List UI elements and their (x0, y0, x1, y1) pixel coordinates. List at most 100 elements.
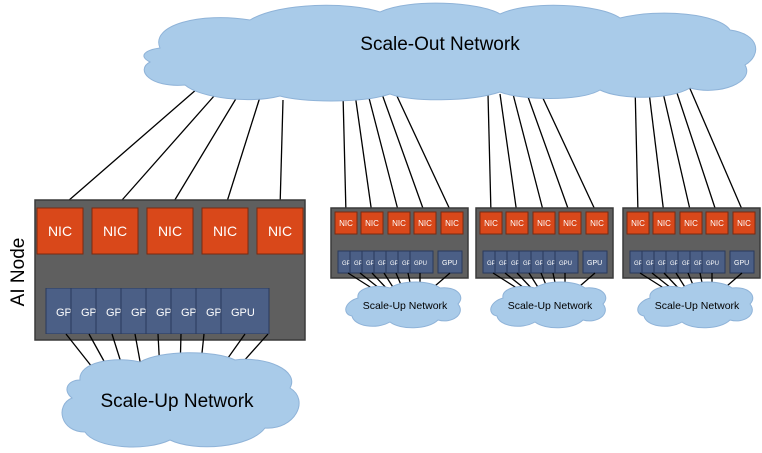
nic-card (626, 211, 650, 235)
uplink-wire (647, 83, 665, 215)
uplink-wire (279, 99, 284, 209)
nic-label: NIC (590, 219, 604, 228)
nic-card (360, 211, 384, 235)
gpu-label: GPU (231, 307, 255, 319)
gpu-label: GPU (487, 261, 500, 267)
gpu-label: GPU (658, 261, 671, 267)
nic-label: NIC (563, 219, 577, 228)
gpu-label: GPU (559, 261, 572, 267)
gpu-stack: GPU GPU GPU GPU GPU GPU GPU GPU (45, 288, 270, 334)
gpu-label: GPU (587, 260, 602, 267)
uplink-wire (540, 93, 598, 215)
gpu-stack: GPU GPU GPU GPU GPU GPU GPU GPU (629, 250, 755, 274)
nic-card (652, 211, 676, 235)
nic-card (256, 207, 304, 255)
uplink-wire (381, 93, 426, 215)
nic-label: NIC (365, 219, 379, 228)
nic-card (505, 211, 529, 235)
gpu-label: GPU (390, 261, 403, 267)
gpu-label: GPU (366, 261, 379, 267)
nic-label: NIC (631, 219, 645, 228)
nic-label: NIC (684, 219, 698, 228)
ai-node-small: NIC NIC NIC NIC NIC GPU GPU GPU GPU GPU … (475, 207, 614, 329)
nic-row: NIC NIC NIC NIC NIC (626, 211, 756, 235)
nic-card (201, 207, 249, 255)
scale-up-network-label: Scale-Up Network (655, 300, 740, 312)
gpu-label: GPU (646, 261, 659, 267)
nic-card (479, 211, 503, 235)
nic-label: NIC (48, 223, 72, 239)
gpu-label: GPU (499, 261, 512, 267)
uplink-wire (169, 91, 241, 209)
gpu-card (409, 250, 434, 274)
gpu-label: GPU (535, 261, 548, 267)
nic-card (387, 211, 411, 235)
nic-label: NIC (710, 219, 724, 228)
gpu-label: GPU (414, 261, 427, 267)
uplink-wire (367, 93, 400, 215)
nic-card (705, 211, 729, 235)
nic-card (732, 211, 756, 235)
uplink-wire (499, 93, 518, 215)
uplink-wire (114, 86, 223, 209)
ai-node-label: AI Node (8, 238, 29, 307)
gpu-label: GPU (634, 261, 647, 267)
nic-row: NIC NIC NIC NIC NIC (479, 211, 609, 235)
nic-label: NIC (737, 219, 751, 228)
gpu-stack: GPU GPU GPU GPU GPU GPU GPU GPU (482, 250, 608, 274)
nic-label: NIC (213, 223, 237, 239)
gpu-label: GPU (442, 260, 457, 267)
nic-card (334, 211, 358, 235)
nic-row: NIC NIC NIC NIC NIC (36, 207, 304, 255)
nic-card (413, 211, 437, 235)
uplink-wire (526, 93, 571, 215)
gpu-label: GPU (547, 261, 560, 267)
nic-label: NIC (268, 223, 292, 239)
scale-up-network-cloud: Scale-Up Network (345, 281, 462, 329)
ai-node-small: NIC NIC NIC NIC NIC GPU GPU GPU GPU GPU … (622, 207, 761, 329)
nic-label: NIC (103, 223, 127, 239)
scale-up-network-cloud: Scale-Up Network (490, 281, 607, 329)
gpu-label: GPU (670, 261, 683, 267)
uplink-wire (673, 83, 718, 215)
gpu-card (220, 288, 270, 334)
scale-out-wires (59, 81, 745, 215)
nic-label: NIC (537, 219, 551, 228)
nic-label: NIC (158, 223, 182, 239)
nic-card (440, 211, 464, 235)
ai-node-small: NIC NIC NIC NIC NIC GPU GPU GPU GPU GPU … (330, 207, 469, 329)
uplink-wire (634, 83, 639, 215)
nic-row: NIC NIC NIC NIC NIC (334, 211, 464, 235)
scale-up-network-label: Scale-Up Network (363, 300, 448, 312)
nic-label: NIC (339, 219, 353, 228)
gpu-label: GPU (402, 261, 415, 267)
nic-label: NIC (445, 219, 459, 228)
uplink-wire (660, 83, 692, 215)
nic-card (91, 207, 139, 255)
gpu-label: GPU (694, 261, 707, 267)
gpu-label: GPU (523, 261, 536, 267)
nic-label: NIC (392, 219, 406, 228)
gpu-label: GPU (682, 261, 695, 267)
gpu-label: GPU (378, 261, 391, 267)
gpu-card (701, 250, 726, 274)
nic-card (585, 211, 609, 235)
nic-label: NIC (484, 219, 498, 228)
uplink-wire (342, 93, 347, 215)
uplink-wire (224, 96, 261, 209)
uplink-wire (512, 93, 545, 215)
uplink-wire (354, 93, 373, 215)
nic-label: NIC (657, 219, 671, 228)
uplink-wire (687, 83, 745, 215)
nic-card (146, 207, 194, 255)
uplink-wire (487, 93, 492, 215)
gpu-card (554, 250, 579, 274)
gpu-label: GPU (342, 261, 355, 267)
nic-card (532, 211, 556, 235)
uplink-wire (395, 93, 453, 215)
scale-up-network-label: Scale-Up Network (100, 391, 254, 412)
nic-label: NIC (418, 219, 432, 228)
gpu-stack: GPU GPU GPU GPU GPU GPU GPU GPU (337, 250, 463, 274)
